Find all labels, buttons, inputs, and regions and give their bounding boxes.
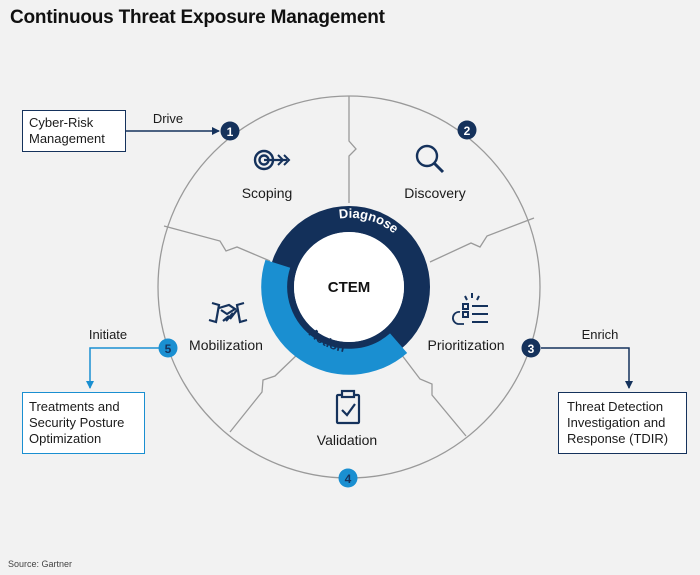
diagram-title: Continuous Threat Exposure Management <box>10 7 385 28</box>
cyber-risk-management-box: Cyber-Risk Management <box>22 110 126 152</box>
stage-label-mobilization: Mobilization <box>189 337 263 353</box>
box-line: Optimization <box>29 431 102 446</box>
divider-lower-right <box>397 349 467 437</box>
stage-badge-2: 2 <box>457 120 477 140</box>
priority-list-icon <box>452 293 488 325</box>
source-note: Source: Gartner <box>8 559 73 569</box>
box-line: Investigation and <box>567 415 666 430</box>
svg-text:5: 5 <box>165 342 172 356</box>
divider-lower-left <box>229 351 301 433</box>
drive-arrow-label: Drive <box>153 111 183 126</box>
stage-badge-1: 1 <box>220 121 240 141</box>
stage-label-discovery: Discovery <box>404 185 465 201</box>
clipboard-check-icon <box>335 389 361 425</box>
enrich-arrow <box>541 347 633 389</box>
handshake-icon <box>208 301 248 324</box>
treatments-optimization-box: Treatments and Security Posture Optimiza… <box>22 392 145 454</box>
svg-text:1: 1 <box>227 125 234 139</box>
center-label-ctem: CTEM <box>328 279 371 296</box>
box-line: Treatments and <box>29 399 120 414</box>
box-line: Threat Detection <box>567 399 664 414</box>
target-icon <box>253 149 291 171</box>
initiate-arrow <box>86 347 160 389</box>
enrich-arrow-label: Enrich <box>582 327 619 342</box>
stage-label-validation: Validation <box>317 432 377 448</box>
ring-action <box>261 259 408 375</box>
tdir-box: Threat Detection Investigation and Respo… <box>558 392 687 454</box>
stage-badge-3: 3 <box>521 338 541 358</box>
stage-badge-5: 5 <box>158 338 178 358</box>
magnifier-icon <box>415 144 445 174</box>
box-line: Security Posture <box>29 415 125 430</box>
svg-text:2: 2 <box>464 124 471 138</box>
stage-label-scoping: Scoping <box>242 185 293 201</box>
ring-center <box>294 232 404 342</box>
stage-badge-4: 4 <box>338 468 358 488</box>
divider-left <box>163 225 271 262</box>
divider-right <box>429 217 535 263</box>
segment-dividers <box>163 96 535 437</box>
svg-text:3: 3 <box>528 342 535 356</box>
divider-top <box>348 96 357 203</box>
box-line: Response (TDIR) <box>567 431 669 446</box>
svg-text:4: 4 <box>345 472 352 486</box>
box-line: Management <box>29 131 105 146</box>
initiate-arrow-label: Initiate <box>89 327 127 342</box>
stage-label-prioritization: Prioritization <box>427 337 504 353</box>
box-line: Cyber-Risk <box>29 115 94 130</box>
